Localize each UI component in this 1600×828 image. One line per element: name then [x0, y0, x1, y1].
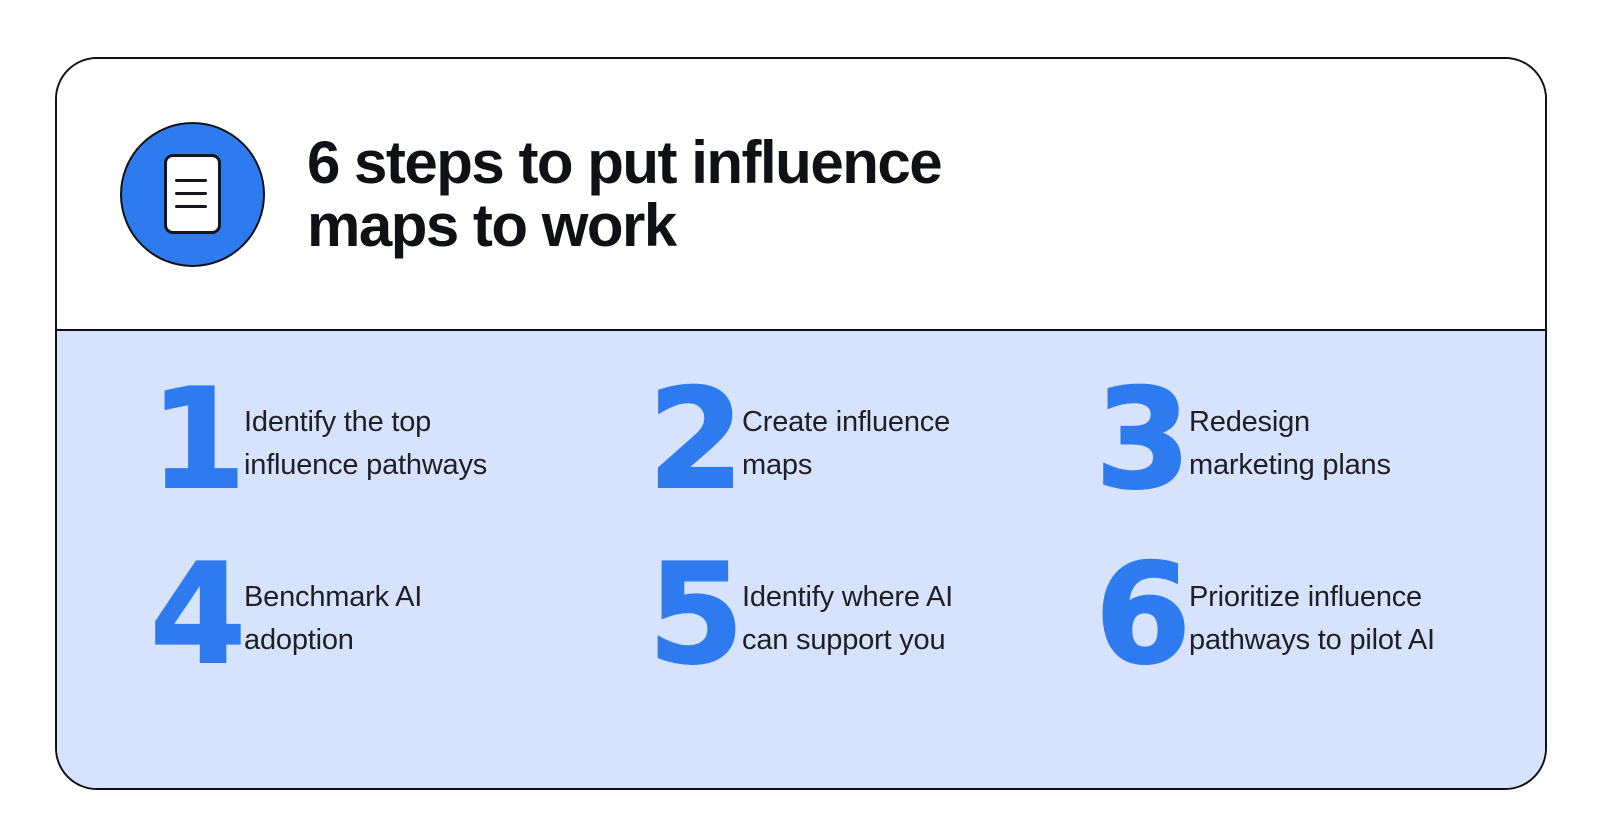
- step-number: 1: [149, 359, 247, 520]
- step-number: 4: [149, 534, 247, 695]
- step-number: 5: [647, 534, 745, 695]
- document-icon-page: [164, 154, 221, 234]
- document-icon-line: [175, 179, 207, 182]
- step-number: 2: [647, 359, 745, 520]
- step-number: 6: [1094, 534, 1192, 695]
- document-icon-line: [175, 205, 207, 208]
- step-number: 3: [1094, 359, 1192, 520]
- document-icon-line: [175, 192, 207, 195]
- document-icon: [120, 121, 265, 267]
